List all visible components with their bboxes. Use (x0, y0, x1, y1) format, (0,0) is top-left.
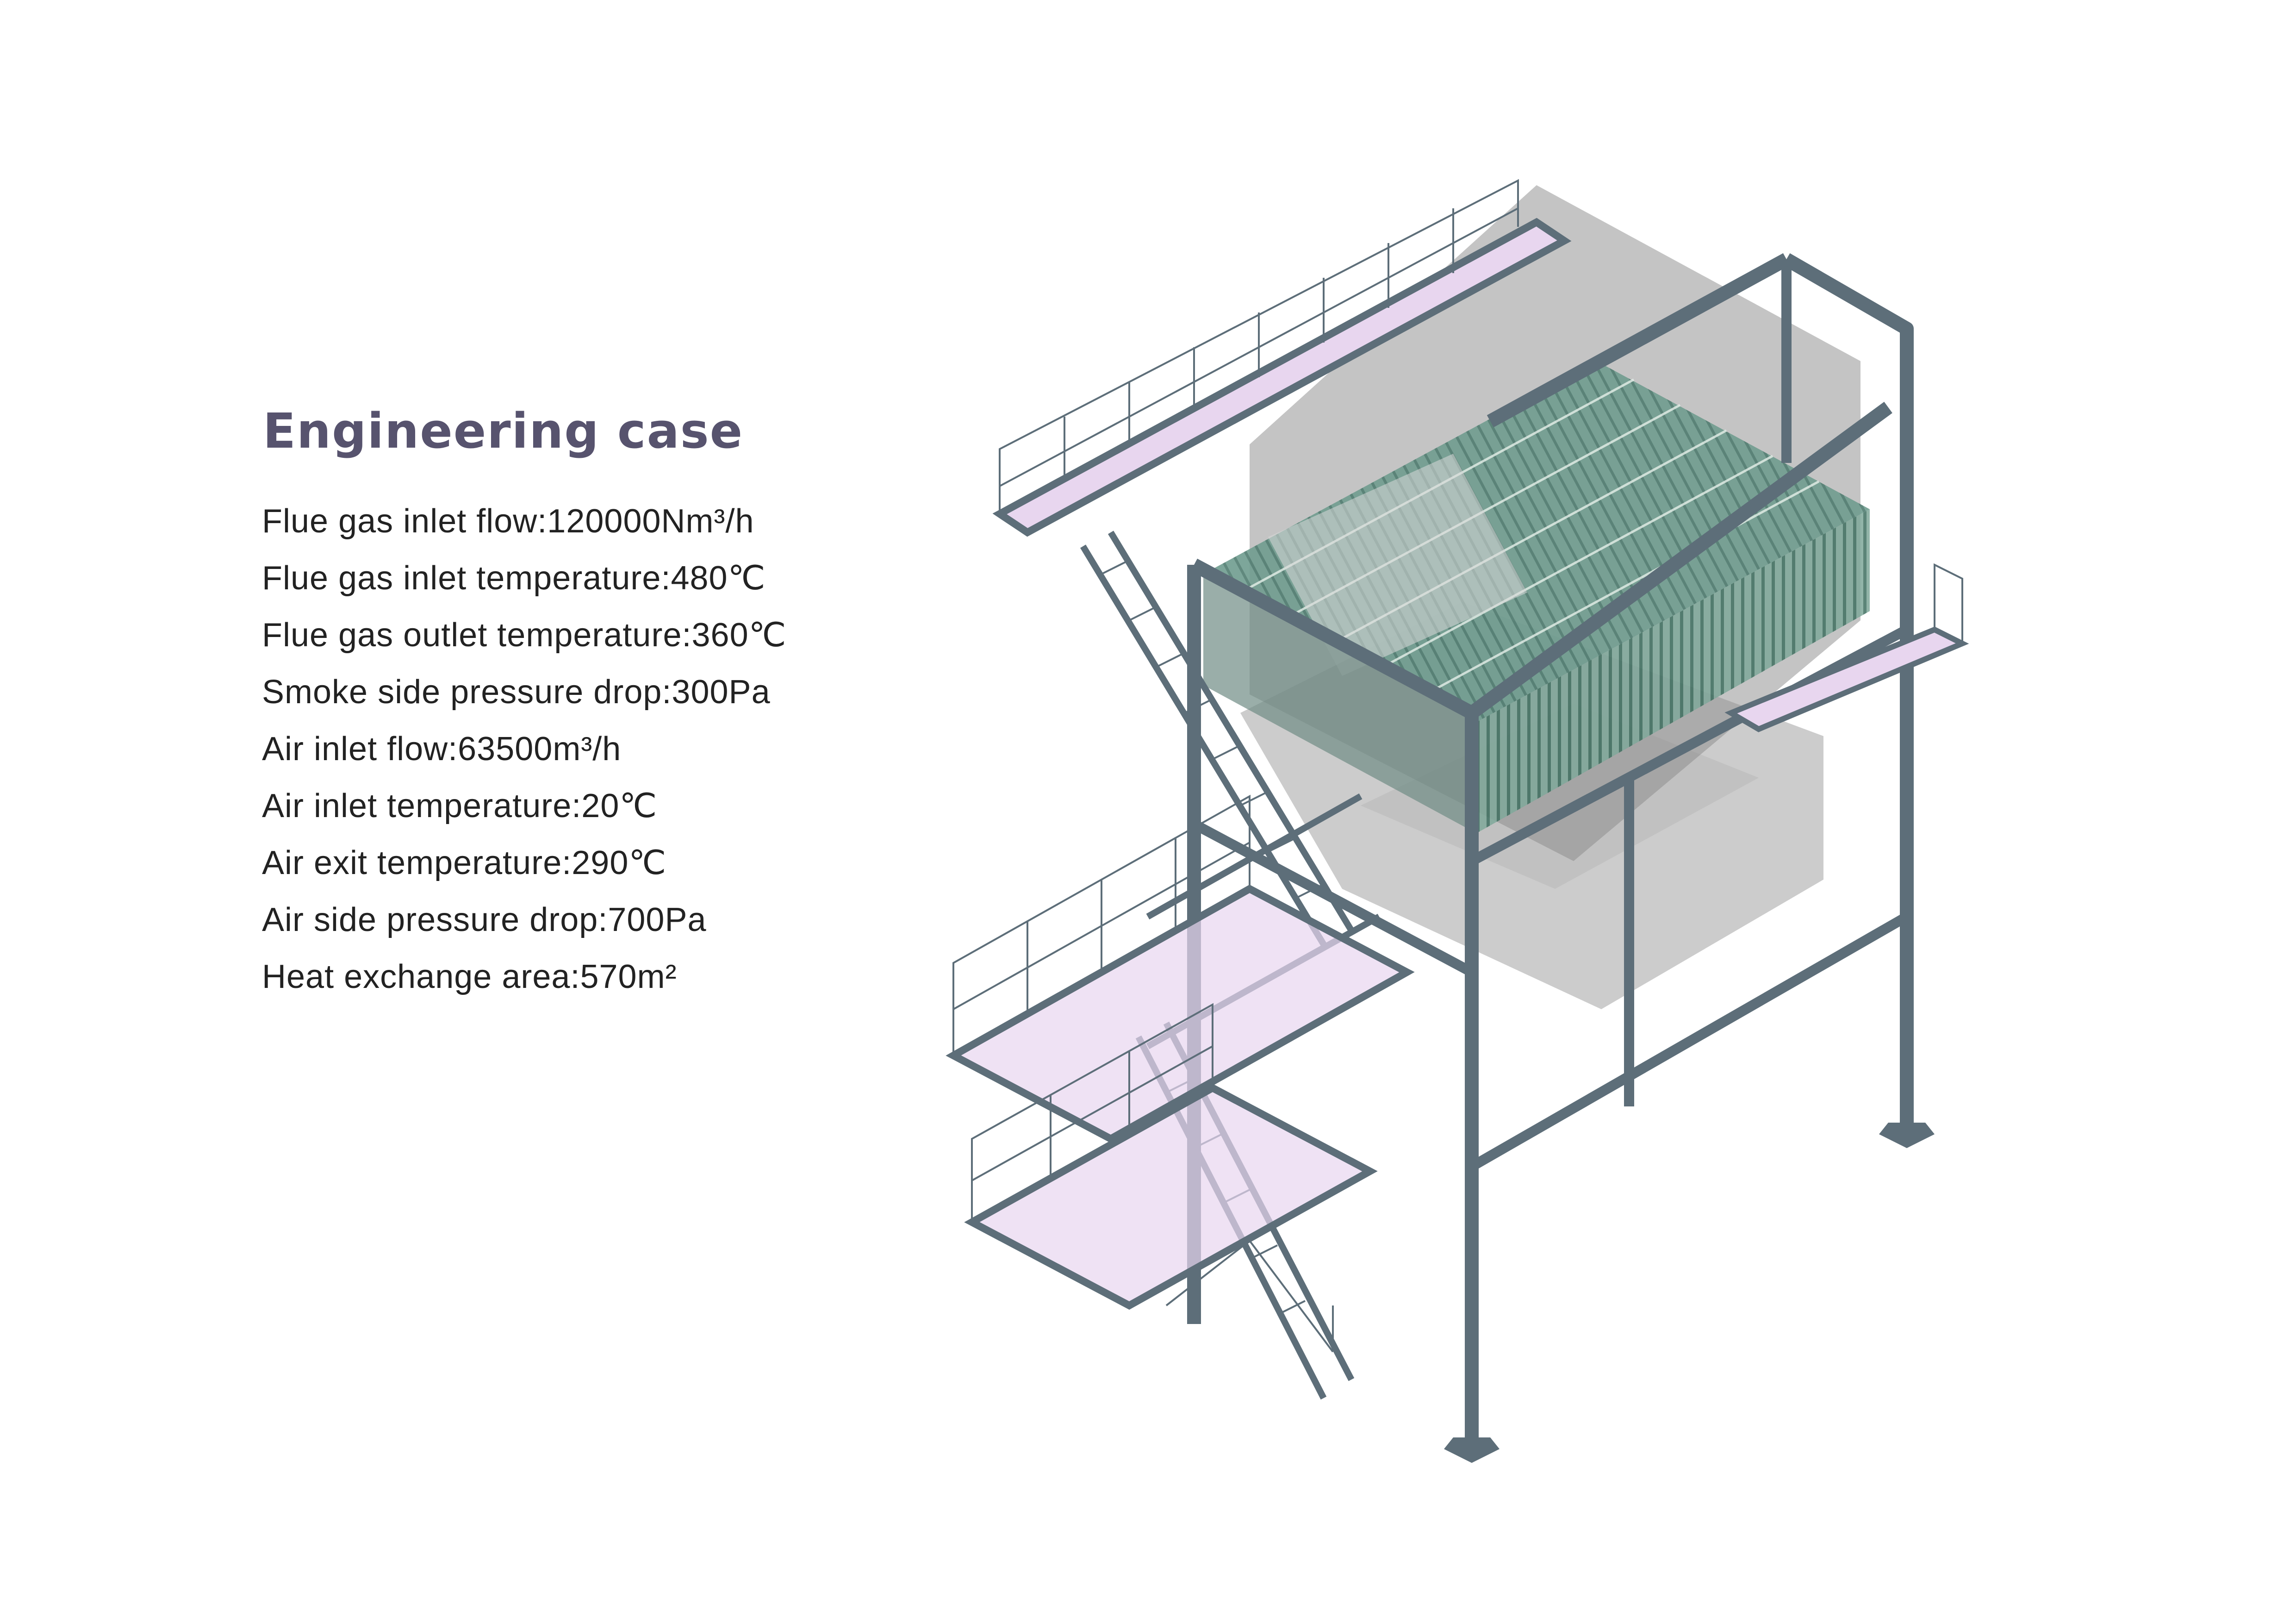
spec-air-side-pressure-drop: Air side pressure drop:700Pa (262, 901, 707, 938)
top-platform (992, 218, 1572, 537)
spec-flue-gas-inlet-temperature: Flue gas inlet temperature:480℃ (262, 560, 766, 597)
spec-smoke-side-pressure-drop: Smoke side pressure drop:300Pa (262, 674, 771, 711)
spec-air-inlet-flow: Air inlet flow:63500m³/h (262, 731, 622, 768)
lower-platform (964, 1083, 1378, 1310)
spec-air-exit-temperature: Air exit temperature:290℃ (262, 844, 667, 881)
spec-flue-gas-inlet-flow: Flue gas inlet flow:120000Nm³/h (262, 503, 754, 540)
spec-heat-exchange-area: Heat exchange area:570m² (262, 958, 677, 995)
middle-platform (946, 884, 1415, 1143)
heat-exchanger-structure-illustration (946, 179, 1969, 1463)
spec-list: Flue gas inlet flow:120000Nm³/h Flue gas… (262, 493, 786, 1006)
spec-air-inlet-temperature: Air inlet temperature:20℃ (262, 787, 658, 824)
page-title: Engineering case (263, 403, 744, 459)
spec-flue-gas-outlet-temperature: Flue gas outlet temperature:360℃ (262, 617, 787, 654)
tube-bank-side (1476, 509, 1870, 833)
